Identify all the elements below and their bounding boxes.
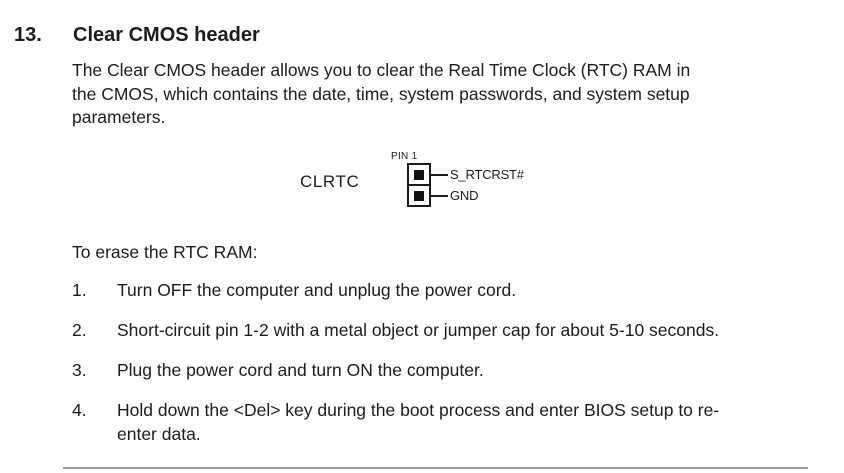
pin-row-s-rtcrst: S_RTCRST# <box>407 163 524 186</box>
step-item-4: 4. Hold down the <Del> key during the bo… <box>72 399 812 446</box>
step-text: Hold down the <Del> key during the boot … <box>117 400 720 444</box>
steps-list: 1. Turn OFF the computer and unplug the … <box>72 279 812 463</box>
step-number: 2. <box>72 320 87 340</box>
pin2-box-icon <box>407 184 431 207</box>
step-item-3: 3. Plug the power cord and turn ON the c… <box>72 359 812 383</box>
diagram-label: CLRTC <box>300 172 360 191</box>
pin-square-icon <box>414 169 424 180</box>
step-text: Turn OFF the computer and unplug the pow… <box>117 280 517 300</box>
step-text: Short-circuit pin 1-2 with a metal objec… <box>117 320 720 340</box>
pin2-signal-label: GND <box>450 188 479 203</box>
pin1-box-icon <box>407 163 431 186</box>
pin-row-gnd: GND <box>407 184 524 207</box>
pin1-lead-line <box>431 173 448 176</box>
step-item-1: 1. Turn OFF the computer and unplug the … <box>72 279 812 303</box>
step-number: 4. <box>72 400 87 420</box>
step-item-2: 2. Short-circuit pin 1-2 with a metal ob… <box>72 319 812 343</box>
pin-connector: S_RTCRST# GND <box>407 163 524 207</box>
bottom-divider <box>63 467 808 469</box>
step-text: Plug the power cord and turn ON the comp… <box>117 360 484 380</box>
step-number: 1. <box>72 280 87 300</box>
pin-square-icon <box>414 190 424 201</box>
step-number: 3. <box>72 360 87 380</box>
pin1-signal-label: S_RTCRST# <box>450 167 524 182</box>
section-title: Clear CMOS header <box>73 24 260 46</box>
section-number: 13. <box>14 24 42 46</box>
intro-paragraph: The Clear CMOS header allows you to clea… <box>72 60 691 127</box>
pin2-lead-line <box>431 194 448 197</box>
pin1-label: PIN 1 <box>391 151 418 162</box>
erase-instruction-heading: To erase the RTC RAM: <box>72 242 258 262</box>
section-header: 13. Clear CMOS header <box>14 24 260 46</box>
clrtc-header-diagram: CLRTC PIN 1 S_RTCRST# GND <box>0 145 844 230</box>
